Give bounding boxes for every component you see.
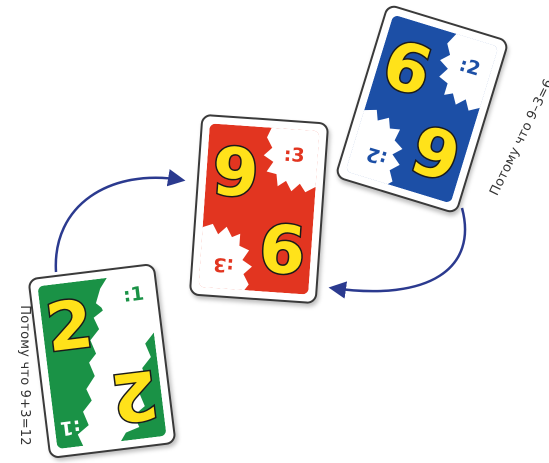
card-red-9[interactable]: 9 9 :3 :3 — [188, 113, 330, 305]
card-number-top: 9 — [210, 133, 261, 213]
card-mini-top: :3 — [283, 144, 305, 167]
card-art: 9 9 :3 :3 — [198, 123, 320, 295]
card-green-2[interactable]: 2 2 :1 :1 — [27, 262, 177, 460]
card-face: 6 6 :2 :2 — [345, 14, 499, 204]
card-art: 6 6 :2 :2 — [345, 14, 499, 204]
card-mini-top: :1 — [122, 282, 145, 306]
card-blue-6[interactable]: 6 6 :2 :2 — [334, 3, 510, 215]
card-face: 9 9 :3 :3 — [198, 123, 320, 295]
arrow-green-to-red — [54, 169, 186, 273]
card-mini-bottom: :1 — [59, 415, 82, 439]
note-left: Потому что 9+3=12 — [16, 305, 32, 446]
card-face: 2 2 :1 :1 — [37, 272, 167, 450]
arrow-blue-to-red — [328, 207, 467, 299]
card-mini-bottom: :3 — [212, 253, 234, 276]
card-number-top: 2 — [42, 285, 97, 367]
card-number-bottom: 9 — [257, 207, 308, 287]
card-art: 2 2 :1 :1 — [37, 272, 167, 450]
card-number-bottom: 2 — [107, 355, 162, 437]
